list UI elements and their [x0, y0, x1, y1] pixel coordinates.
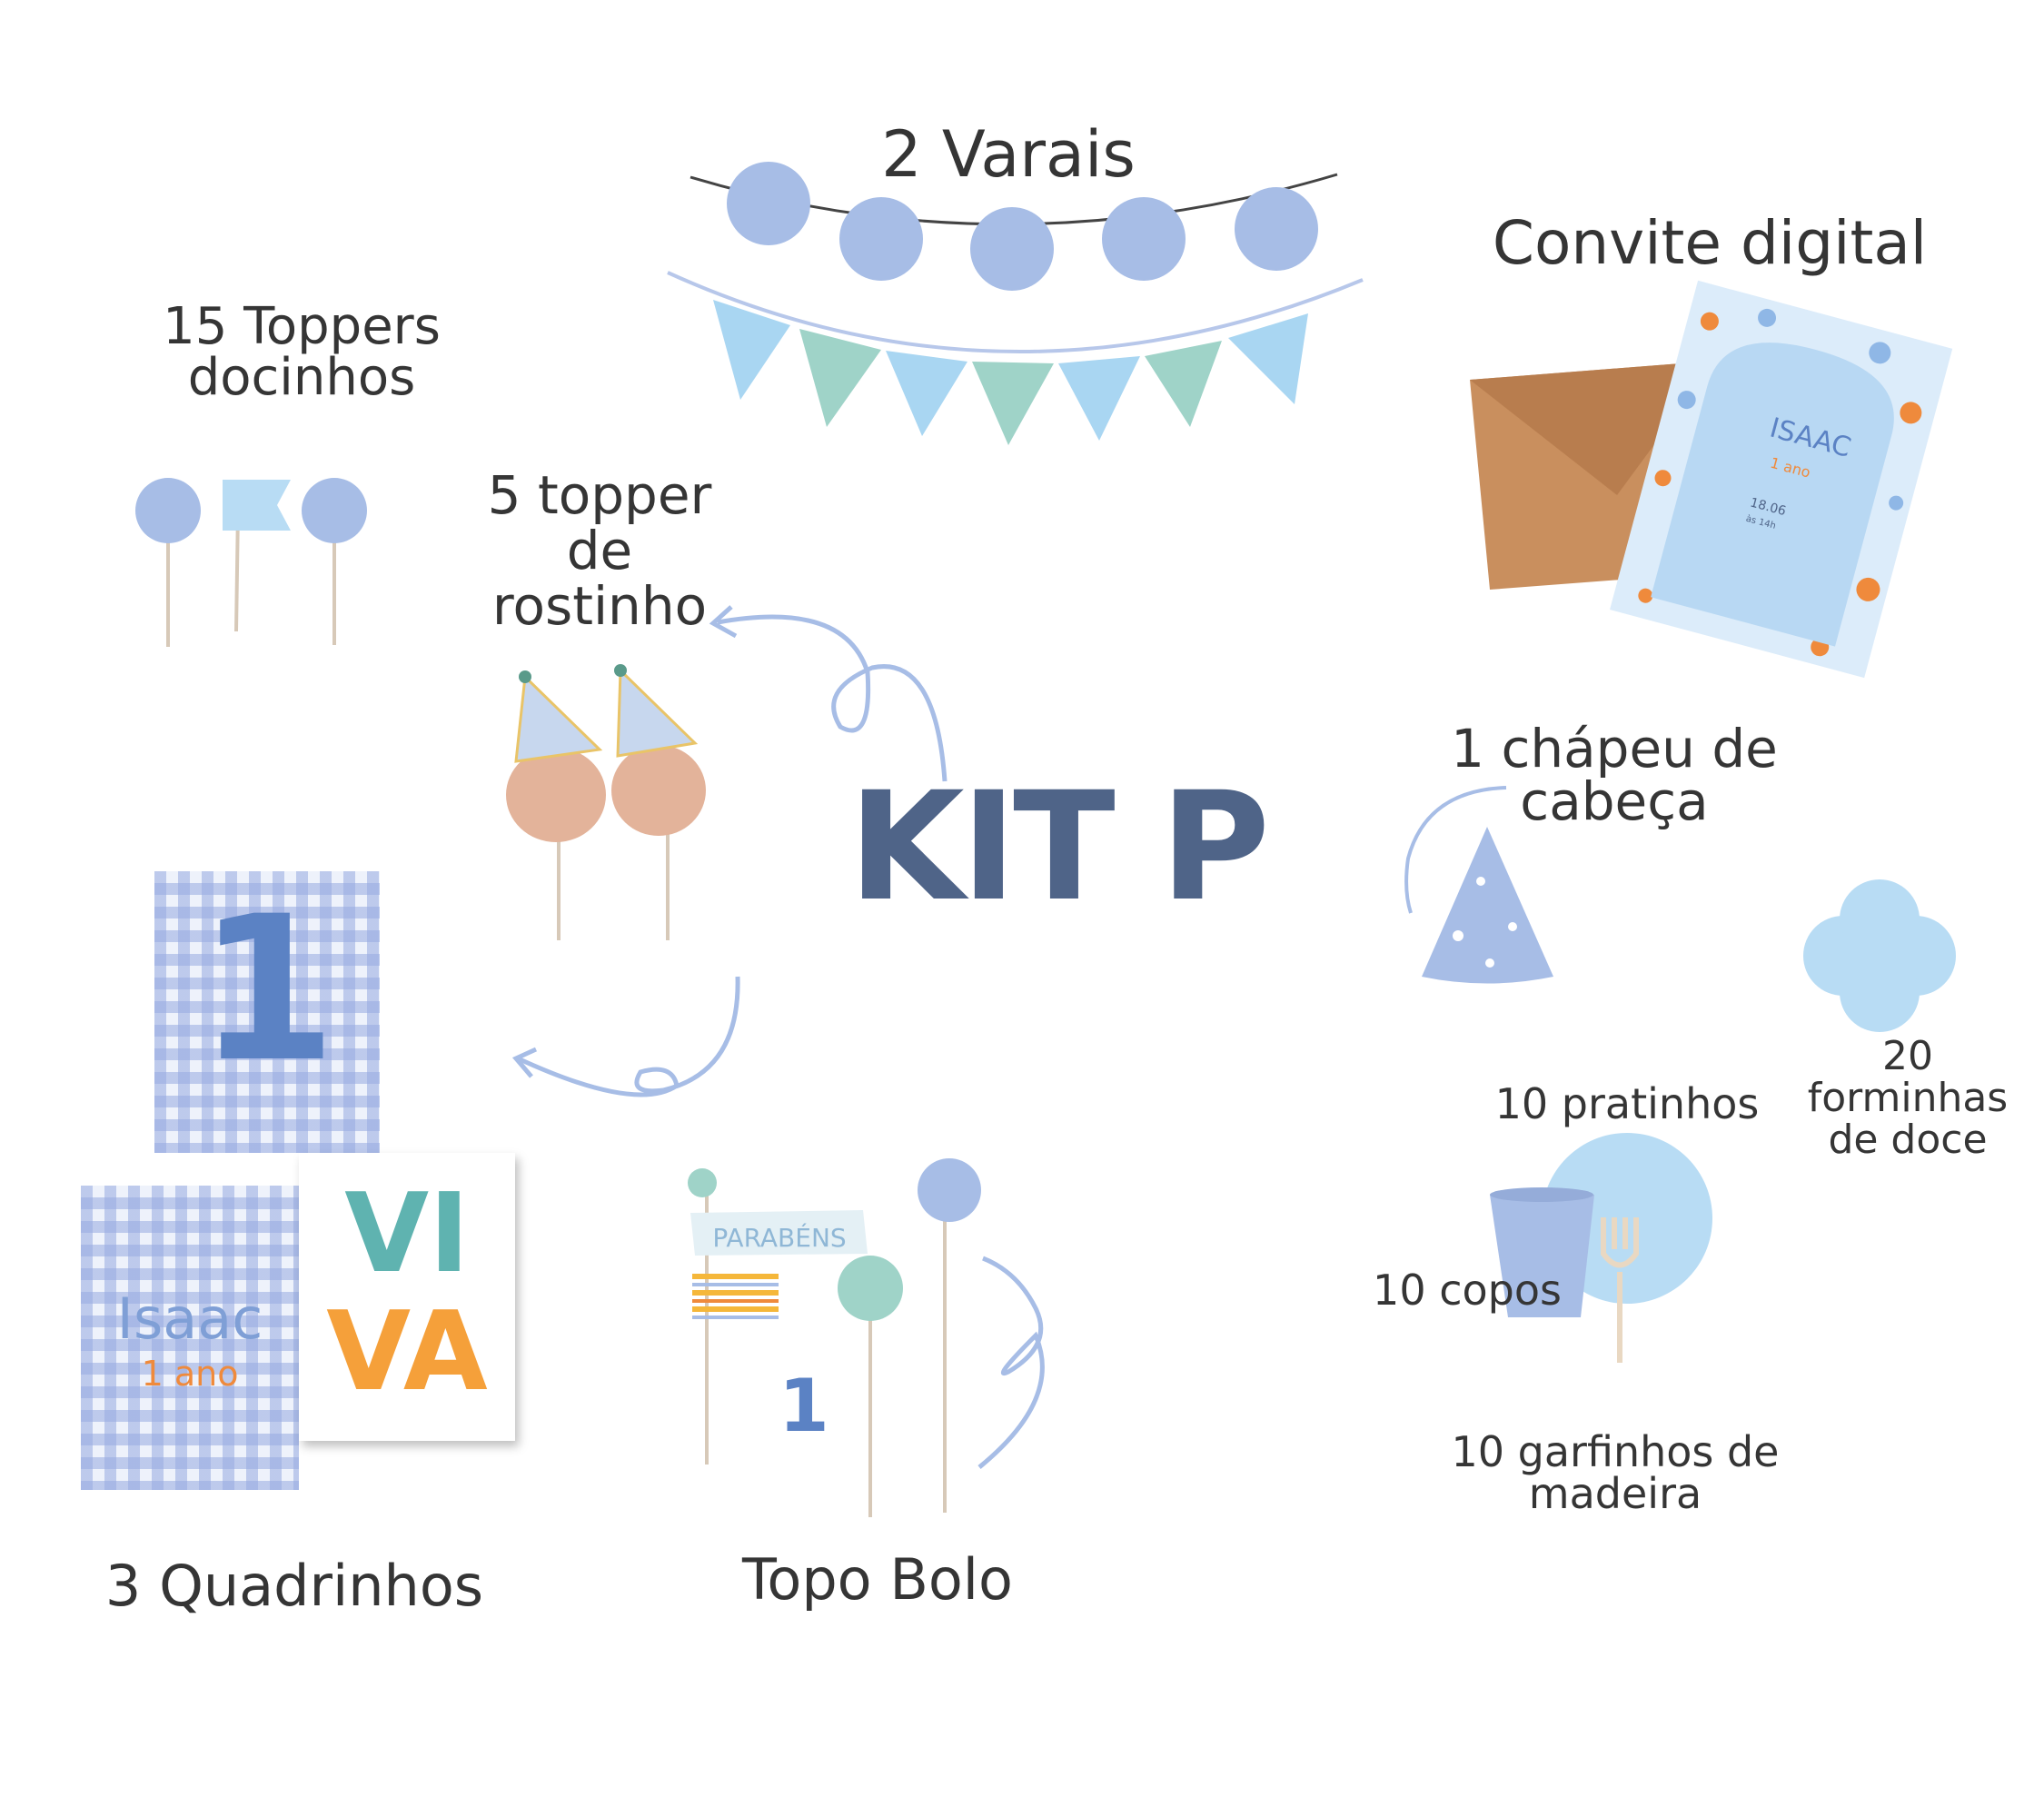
label-line: rostinho	[491, 574, 708, 637]
label-topo-bolo: Topo Bolo	[742, 1546, 1013, 1613]
label-chapeu: 1 chápeu de cabeça	[1451, 722, 1778, 828]
label-quadrinhos: 3 Quadrinhos	[104, 1553, 484, 1619]
face-toppers-illustration	[506, 664, 706, 940]
frame-name-text: Isaac	[116, 1286, 263, 1352]
label-varais: 2 Varais	[881, 117, 1136, 192]
label-pratinhos: 10 pratinhos	[1494, 1079, 1760, 1128]
arrow-to-rostinho	[717, 614, 948, 782]
viva-top: VI	[344, 1171, 470, 1297]
arrow-head	[709, 605, 738, 639]
frame-number: 1	[197, 873, 337, 1106]
arrow-head	[511, 1047, 538, 1078]
frame-name: Isaac 1 ano	[81, 1186, 299, 1490]
cake-topper-illustration	[688, 1158, 981, 1517]
label-forminhas: 20 forminhas de doce	[1807, 1033, 2009, 1164]
frame-age-text: 1 ano	[141, 1354, 239, 1394]
party-hat-icon	[1422, 827, 1553, 984]
label-convite: Convite digital	[1492, 208, 1928, 278]
toppers-docinhos-illustration	[135, 478, 367, 647]
cake-number: 1	[779, 1364, 829, 1448]
label-line: 1 chápeu de	[1451, 718, 1778, 779]
label-line: forminhas	[1807, 1075, 2009, 1122]
bunting-flags	[713, 300, 1308, 445]
label-line: 20	[1881, 1033, 1933, 1079]
frame-number-one: 1	[154, 871, 380, 1153]
label-line: 10 garfinhos de	[1451, 1427, 1780, 1476]
kit-title: KIT P	[848, 760, 1270, 934]
label-line: docinhos	[187, 348, 416, 407]
arrow-to-topo	[977, 1256, 1045, 1469]
frame-viva: VI VA	[299, 1153, 515, 1441]
label-toppers-docinhos: 15 Toppers docinhos	[163, 302, 441, 403]
label-line: 15 Toppers	[163, 297, 441, 356]
bunting-string	[667, 271, 1364, 354]
label-topper-rostinho: 5 topper de rostinho	[488, 468, 712, 634]
label-line: 5 topper	[487, 464, 712, 526]
label-line: de	[566, 519, 633, 581]
arrow-to-hat	[1404, 786, 1507, 914]
forminha-icon	[1803, 879, 1956, 1032]
pompom-garland	[727, 162, 1318, 291]
label-copos: 10 copos	[1373, 1266, 1562, 1315]
invite-card	[1610, 280, 1953, 679]
arrow-to-quadrinhos	[516, 976, 740, 1097]
label-line: madeira	[1528, 1469, 1702, 1518]
fork-icon	[1601, 1217, 1639, 1363]
label-line: de doce	[1828, 1117, 1988, 1164]
label-garfinhos: 10 garfinhos de madeira	[1452, 1431, 1780, 1514]
cup-icon	[1490, 1195, 1594, 1317]
viva-bottom: VA	[326, 1289, 488, 1415]
banner-text: PARABÉNS	[712, 1222, 846, 1253]
label-line: cabeça	[1520, 770, 1709, 832]
